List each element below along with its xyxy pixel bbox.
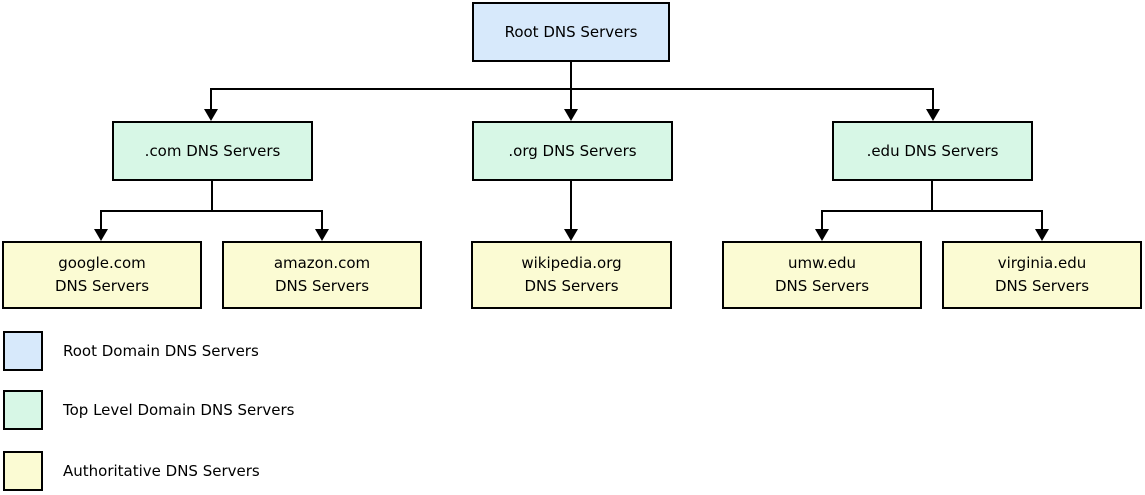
arrow-down-icon-com [204,109,218,121]
legend-label-root-domain: Root Domain DNS Servers [63,342,259,360]
node-com-dns-servers: .com DNS Servers [112,121,313,181]
node-umw-label-line1: umw.edu [787,254,857,272]
node-amazon-label-line1: amazon.com [273,254,371,272]
legend-swatch-top-level-domain [3,390,43,430]
node-org-label: .org DNS Servers [508,141,637,160]
node-org-dns-servers: .org DNS Servers [472,121,673,181]
arrow-down-icon-wikipedia [564,229,578,241]
arrow-down-icon-edu [926,109,940,121]
connector-org-to-wikipedia [570,181,572,230]
connector-com-branch-bar [100,210,323,212]
legend-swatch-authoritative [3,451,43,491]
node-umw-edu-dns-servers: umw.edu DNS Servers [722,241,922,309]
node-edu-dns-servers: .edu DNS Servers [832,121,1033,181]
node-google-com-dns-servers: google.com DNS Servers [2,241,202,309]
node-wikipedia-label-line1: wikipedia.org [521,254,622,272]
node-google-label-line1: google.com [58,254,146,272]
connector-edu-to-virginia [1041,210,1043,230]
connector-root-stem [570,62,572,89]
arrow-down-icon-org [564,109,578,121]
node-wikipedia-label-line2: DNS Servers [524,277,619,295]
connector-edu-stem [931,181,933,212]
arrow-down-icon-amazon [315,229,329,241]
legend-label-authoritative: Authoritative DNS Servers [63,462,260,480]
node-amazon-com-dns-servers: amazon.com DNS Servers [222,241,422,309]
arrow-down-icon-google [94,229,108,241]
node-virginia-edu-dns-servers: virginia.edu DNS Servers [942,241,1142,309]
connector-com-to-google [100,210,102,230]
node-edu-label: .edu DNS Servers [866,141,999,160]
connector-root-branch-bar [210,88,934,90]
node-google-label-line2: DNS Servers [54,277,150,295]
connector-com-stem [211,181,213,212]
node-virginia-label-line2: DNS Servers [994,277,1090,295]
node-amazon-label-line2: DNS Servers [274,277,370,295]
connector-root-to-org [570,88,572,110]
node-root-dns-servers: Root DNS Servers [472,2,670,62]
connector-root-to-edu [932,88,934,110]
connector-root-to-com [210,88,212,110]
connector-com-to-amazon [321,210,323,230]
node-virginia-label-line1: virginia.edu [997,254,1087,272]
arrow-down-icon-umw [815,229,829,241]
legend-swatch-root-domain [3,331,43,371]
connector-edu-to-umw [821,210,823,230]
node-com-label: .com DNS Servers [144,141,281,160]
connector-edu-branch-bar [821,210,1043,212]
node-umw-label-line2: DNS Servers [774,277,870,295]
legend-label-top-level-domain: Top Level Domain DNS Servers [63,401,295,419]
node-root-label: Root DNS Servers [504,22,638,41]
arrow-down-icon-virginia [1035,229,1049,241]
node-wikipedia-org-dns-servers: wikipedia.org DNS Servers [471,241,672,309]
